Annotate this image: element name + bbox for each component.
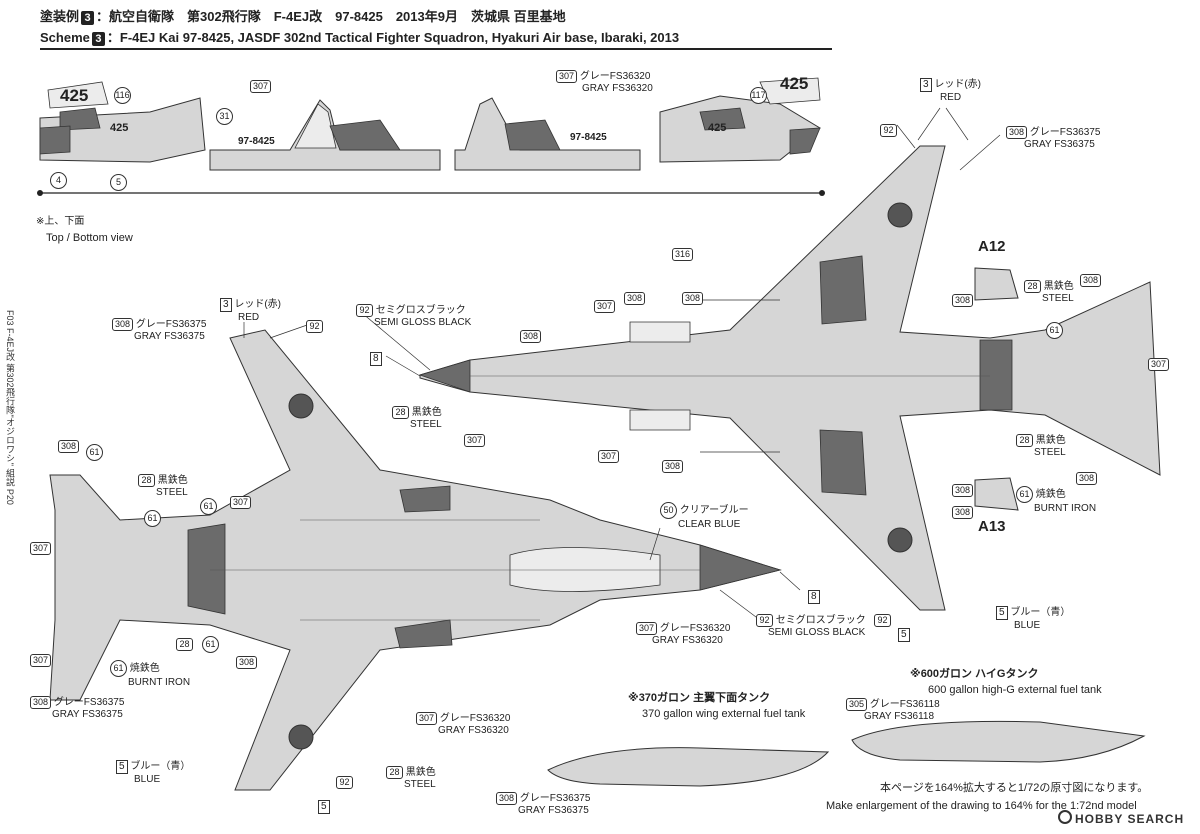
mid-c308-b: 308 [624,288,646,306]
left-c308-wing: 308 [236,652,258,670]
nose-number-left: 425 [110,122,129,134]
tank-370-title-en: 370 gallon wing external fuel tank [642,708,806,720]
left-c61-a: 61 [200,496,217,515]
side-caption: F03 F-4EJ改 第302飛行隊"オジロワシ" 組説 P20 [5,310,15,505]
scheme-number-badge-en: 3 [91,32,105,46]
left-c92-top: 92 [306,316,323,334]
left-c307-tail-2: 307 [30,650,52,668]
header-jp-title: ：航空自衛隊 第302飛行隊 F-4EJ改 97-8425 2013年9月 茨城… [96,9,566,24]
header-rule [40,48,832,50]
top-view-aircraft [49,329,782,791]
decal-116-callout: 116 [114,85,131,104]
header-en-prefix: Scheme [40,30,90,45]
left-c61-c: 61 [202,634,219,653]
side-number-left: 425 [60,86,89,105]
side-number-right: 425 [780,74,809,93]
decal-117-callout: 117 [750,85,767,104]
right-c92-bottom: 92 [874,610,891,628]
bottom-view-aircraft [418,145,1161,611]
tank-370-title-jp: ※370ガロン 主翼下面タンク [628,692,771,704]
callout-92-top: 92 [880,120,897,138]
mid-c308-c: 308 [520,326,542,344]
right-c307-tail: 307 [1148,354,1170,372]
mid-c308-a: 308 [682,288,704,306]
side-view-strip [37,60,825,196]
left-c5-bottom: 5 [318,796,330,814]
left-c61-b: 61 [144,508,161,527]
decal-5-callout: 5 [110,172,127,191]
mid-c307-c: 307 [598,446,620,464]
mid-c8: 8 [370,348,382,366]
header-en-title: ：F-4EJ Kai 97-8425, JASDF 302nd Tactical… [106,30,680,45]
left-c308-tail: 308 [58,436,80,454]
right-c308-tail-2: 308 [1076,468,1098,486]
mid-c316: 316 [672,244,694,262]
leader-lines [243,107,1001,621]
tank-600 [851,720,1146,763]
tank-370 [547,747,830,787]
tail-serial-right: 97-8425 [570,132,607,143]
view-a13-label: A13 [978,518,1006,535]
tank-600-title-jp: ※600ガロン ハイGタンク [910,668,1039,680]
a13-c308-bottom: 308 [952,502,974,520]
left-blue-callout: 5 ブルー（青）BLUE [116,760,190,786]
left-c92-bottom: 92 [336,772,353,790]
nose-number-right: 425 [708,122,727,134]
watermark-icon [1058,810,1072,824]
callout-red-top: 3 レッド(赤)RED [920,78,981,104]
header-jp-prefix: 塗装例 [40,9,80,24]
left-c61-tail: 61 [86,442,103,461]
a12-c308: 308 [952,290,974,308]
right-blue-callout: 5 ブルー（青）BLUE [996,606,1070,632]
mid-c307-a: 307 [594,296,616,314]
a12-pylon [974,267,1019,301]
view-note-en: Top / Bottom view [46,232,133,244]
scheme-number-badge: 3 [81,11,95,25]
left-c307-tail: 307 [30,538,52,556]
view-note-jp: ※上、下面 [36,216,85,227]
watermark-logo: HOBBY SEARCH [1058,810,1184,826]
a13-pylon [974,477,1019,511]
side-c307-callout: 307 [250,76,272,94]
tank-600-title-en: 600 gallon high-G external fuel tank [928,684,1102,696]
mid-c307-b: 307 [464,430,486,448]
right-c308-tail: 308 [1080,270,1102,288]
left-c307-a: 307 [230,492,252,510]
a13-c308-top: 308 [952,480,974,498]
left-red-callout: 3 レッド(赤)RED [220,298,281,324]
right-c5-bottom: 5 [898,624,910,642]
mid-c308-d: 308 [662,456,684,474]
right-c61: 61 [1046,320,1063,339]
nose-c8: 8 [808,586,820,604]
scale-note-en: Make enlargement of the drawing to 164% … [826,800,1137,812]
decal-31-callout: 31 [216,106,233,125]
view-a12-label: A12 [978,238,1006,255]
scale-note-jp: 本ページを164%拡大すると1/72の原寸図になります。 [880,782,1149,794]
left-c28-bottom: 28 [176,634,193,652]
tail-serial-left: 97-8425 [238,136,275,147]
decal-4-callout: 4 [50,170,67,189]
